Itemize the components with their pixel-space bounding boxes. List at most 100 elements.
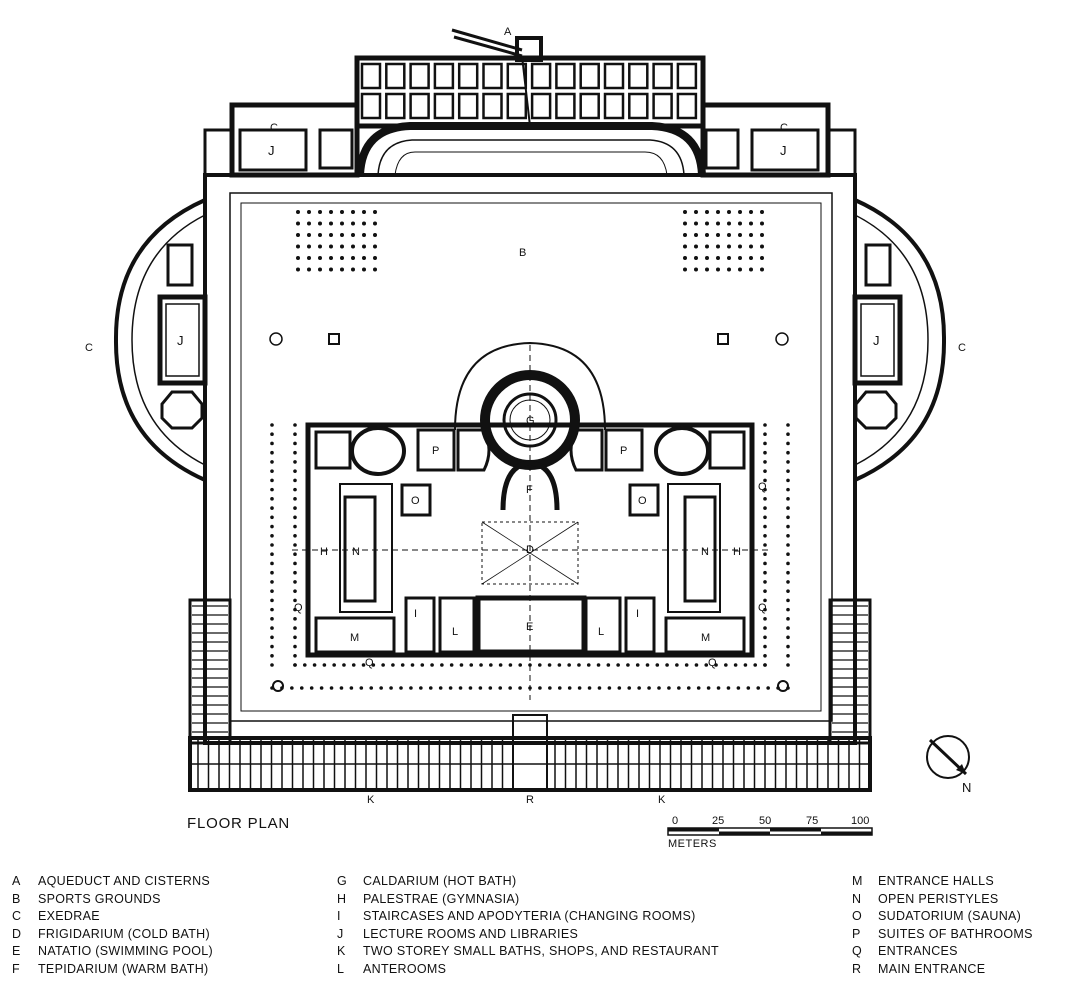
- cistern-cell: [457, 92, 479, 120]
- grove-tree: [727, 210, 731, 214]
- legend-text: AQUEDUCT AND CISTERNS: [38, 874, 211, 888]
- column-dot: [557, 686, 562, 690]
- legend-item: A AQUEDUCT AND CISTERNS: [12, 873, 213, 891]
- label-L-east: L: [598, 626, 604, 638]
- column-dot: [293, 589, 297, 593]
- column-dot: [270, 644, 274, 649]
- column-dot: [763, 423, 767, 427]
- column-dot: [557, 663, 562, 667]
- column-dot: [786, 580, 790, 584]
- legend-text: TWO STOREY SMALL BATHS, SHOPS, AND RESTA…: [363, 944, 719, 959]
- column-dot: [430, 663, 434, 667]
- cistern-cell: [628, 92, 649, 120]
- column-dot: [763, 653, 767, 658]
- column-dot: [293, 423, 297, 427]
- tree-groves: [296, 210, 764, 272]
- column-dot: [786, 450, 790, 455]
- legend-text: CALDARIUM (HOT BATH): [363, 874, 517, 888]
- grove-tree: [705, 233, 709, 237]
- column-dot: [786, 478, 790, 483]
- grove-tree: [705, 221, 709, 226]
- grove-tree: [296, 256, 300, 260]
- grove-tree: [318, 233, 322, 237]
- column-dot: [351, 663, 356, 667]
- column-dot: [270, 570, 274, 575]
- column-dot: [655, 663, 660, 667]
- column-dot: [763, 478, 767, 483]
- column-dot: [349, 686, 354, 690]
- legend-key: B: [12, 891, 21, 906]
- column-dot: [428, 686, 433, 690]
- grove-tree: [351, 210, 355, 214]
- column-dot: [786, 617, 790, 621]
- legend-key: A: [12, 874, 21, 888]
- column-dot: [270, 653, 274, 658]
- column-dot: [270, 552, 274, 557]
- column-dot: [302, 663, 307, 667]
- grove-tree: [296, 244, 300, 249]
- column-dot: [786, 663, 790, 667]
- column-dot: [293, 644, 297, 649]
- column-dot: [293, 653, 297, 658]
- grove-tree: [760, 233, 764, 237]
- cistern-cell: [676, 62, 698, 90]
- grove-tree: [716, 267, 720, 272]
- column-dot: [293, 580, 297, 584]
- column-dot: [736, 686, 741, 690]
- column-dot: [293, 478, 297, 483]
- cistern-cell: [482, 92, 503, 120]
- column-dot: [596, 663, 601, 667]
- column-dot: [724, 663, 728, 667]
- legend-key: C: [12, 909, 22, 924]
- grove-tree: [373, 244, 377, 249]
- legend-key: M: [852, 874, 863, 888]
- column-dot: [626, 663, 630, 667]
- legend-key: P: [852, 926, 861, 941]
- side-wings: [188, 598, 872, 745]
- column-dot: [479, 663, 483, 667]
- column-dot: [270, 423, 274, 427]
- column-dot: [786, 497, 790, 501]
- column-dot: [786, 626, 790, 630]
- legend-text: TEPIDARIUM (WARM BATH): [38, 961, 209, 976]
- column-dot: [587, 686, 592, 690]
- grove-tree: [373, 233, 377, 237]
- grove-tree: [329, 267, 333, 272]
- column-dot: [586, 663, 591, 667]
- column-dot: [567, 686, 572, 690]
- column-dot: [440, 663, 444, 667]
- legend-key: G: [337, 874, 348, 888]
- grove-tree: [705, 244, 709, 249]
- column-dot: [293, 626, 297, 630]
- column-dot: [293, 543, 297, 547]
- column-dot: [786, 515, 790, 520]
- column-dot: [438, 686, 443, 690]
- label-M-east: M: [701, 632, 710, 644]
- grove-tree: [307, 210, 311, 214]
- legend-text: SUDATORIUM (SAUNA): [878, 909, 1022, 924]
- grove-tree: [307, 244, 311, 249]
- plan-caption: FLOOR PLAN: [187, 815, 291, 832]
- axis-lines: [292, 345, 768, 700]
- column-dot: [756, 686, 761, 690]
- grove-tree: [362, 244, 366, 249]
- column-dot: [647, 686, 651, 690]
- cisterns-block: [354, 55, 706, 129]
- column-dot: [270, 487, 274, 492]
- column-dot: [399, 686, 403, 690]
- column-dot: [616, 663, 620, 667]
- column-dot: [786, 543, 790, 547]
- grove-tree: [716, 244, 720, 249]
- grove-tree: [716, 210, 720, 214]
- legend-text: MAIN ENTRANCE: [878, 961, 986, 976]
- column-dot: [763, 450, 767, 455]
- column-dot: [270, 450, 274, 455]
- label-O-west: O: [411, 495, 420, 507]
- grove-tree: [738, 210, 742, 214]
- column-dot: [763, 644, 767, 649]
- column-dot: [270, 607, 274, 612]
